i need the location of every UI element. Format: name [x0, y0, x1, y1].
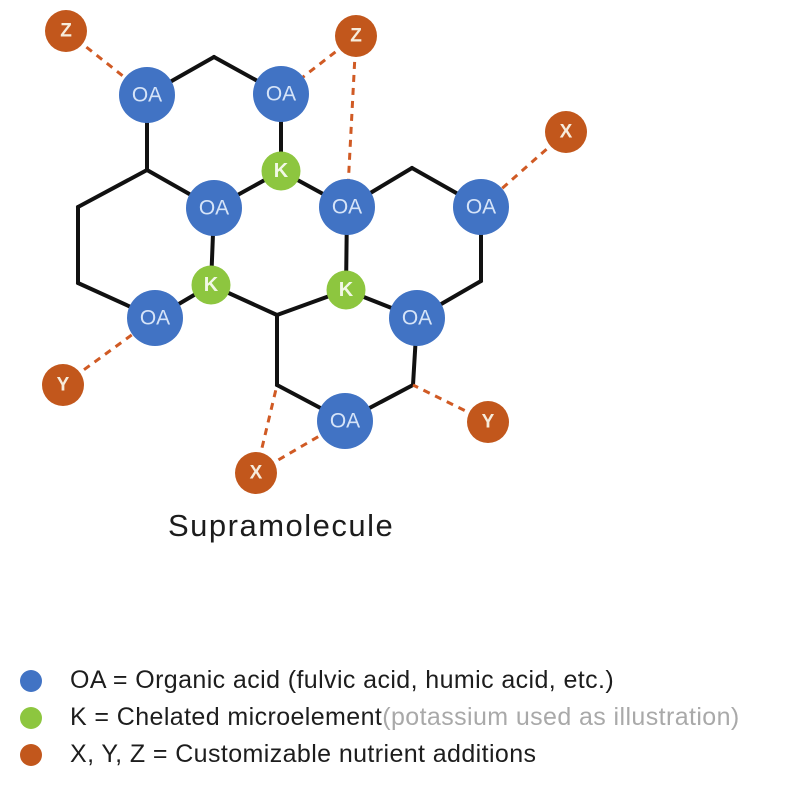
node-z2-circle	[335, 15, 377, 57]
legend-k-text: K = Chelated microelement	[70, 703, 383, 731]
node-z1-label: Z	[60, 21, 72, 42]
node-oa3-label: OA	[199, 197, 229, 220]
legend-row-k: K = Chelated microelement (potassium use…	[20, 699, 740, 736]
node-y1-circle	[42, 364, 84, 406]
node-oa8-label: OA	[330, 410, 360, 433]
node-y1-label: Y	[57, 375, 70, 396]
k-legend-dot-icon	[20, 706, 42, 729]
node-k3-circle	[326, 270, 366, 310]
node-oa1-circle	[119, 67, 175, 123]
node-k3-label: K	[339, 279, 354, 301]
node-k1-circle	[261, 151, 301, 191]
node-y2-label: Y	[482, 412, 495, 433]
node-k2-label: K	[204, 274, 219, 296]
legend: OA = Organic acid (fulvic acid, humic ac…	[20, 662, 740, 773]
node-oa1-label: OA	[132, 84, 162, 107]
molecule-svg: OA OA OA OA OA OA OA OA K K K Z Z X X Y Y	[42, 10, 587, 494]
node-z1-circle	[45, 10, 87, 52]
node-y2-circle	[467, 401, 509, 443]
node-k1-label: K	[274, 160, 289, 182]
node-x2-label: X	[250, 463, 263, 484]
dashed-nutrient-link	[345, 35, 358, 208]
legend-k-muted-text: (potassium used as illustration)	[382, 703, 740, 731]
node-oa6-circle	[127, 290, 183, 346]
node-z2-label: Z	[350, 26, 362, 47]
legend-row-oa: OA = Organic acid (fulvic acid, humic ac…	[20, 662, 740, 699]
node-oa7-circle	[389, 290, 445, 346]
node-oa4-label: OA	[332, 196, 362, 219]
node-oa3-circle	[186, 180, 242, 236]
legend-xyz-text: X, Y, Z = Customizable nutrient addition…	[70, 740, 537, 768]
diagram-title: Supramolecule	[168, 508, 395, 543]
node-oa2-circle	[253, 66, 309, 122]
bond-line	[76, 168, 149, 209]
node-oa6-label: OA	[140, 307, 170, 330]
oa-legend-dot-icon	[20, 669, 42, 692]
legend-row-xyz: X, Y, Z = Customizable nutrient addition…	[20, 736, 740, 773]
node-oa4-circle	[319, 179, 375, 235]
node-oa5-label: OA	[466, 196, 496, 219]
node-oa8-circle	[317, 393, 373, 449]
node-k2-circle	[191, 265, 231, 305]
legend-oa-text: OA = Organic acid (fulvic acid, humic ac…	[70, 666, 615, 694]
node-oa7-label: OA	[402, 307, 432, 330]
xyz-legend-dot-icon	[20, 743, 42, 766]
node-oa5-circle	[453, 179, 509, 235]
node-x2-circle	[235, 452, 277, 494]
node-x1-circle	[545, 111, 587, 153]
node-x1-label: X	[560, 122, 573, 143]
node-oa2-label: OA	[266, 83, 296, 106]
